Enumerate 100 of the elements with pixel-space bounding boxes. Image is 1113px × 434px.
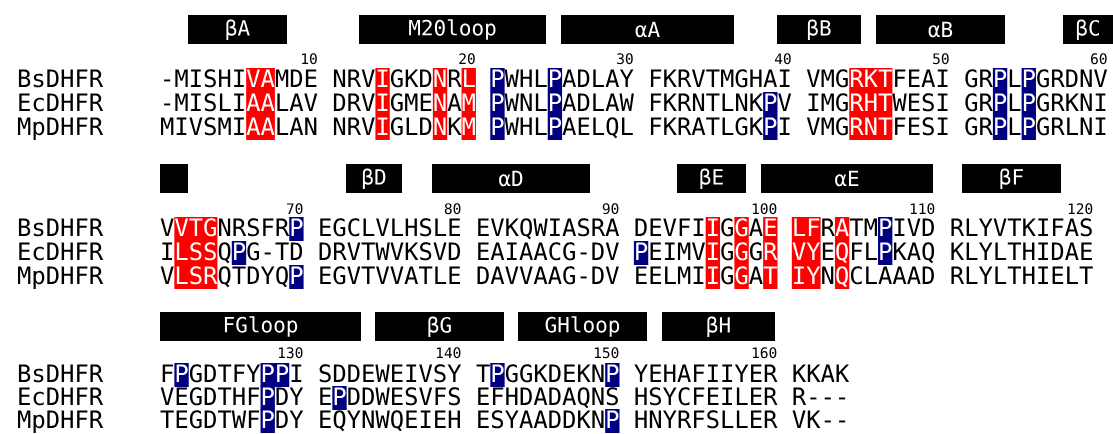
sequence-text: EVKQWIASRA <box>478 218 620 240</box>
sequence-text: EAIAACG-DV <box>478 242 619 261</box>
sequence-text: GR <box>965 93 993 112</box>
sequence-text: ADLAW <box>562 93 634 111</box>
structure-bar: βB <box>777 15 861 44</box>
sequence-text: KKAK <box>793 364 850 382</box>
structure-bar: αD <box>432 164 590 193</box>
sequence-text: NRV <box>333 69 375 87</box>
sequence-text: EGVTVVATLE <box>320 266 460 285</box>
sequence-text: VMG <box>806 69 848 88</box>
sequence-name: MpDHFR <box>18 117 104 140</box>
highlighted-residues: I <box>705 217 721 241</box>
structure-bar: βH <box>662 312 775 341</box>
sequence-text: KLYLTHIDAE <box>951 242 1092 260</box>
sequence-text: ESYAADDKN <box>478 410 604 429</box>
sequence-text: GR <box>965 69 993 88</box>
sequence-text: GRDNV <box>1037 69 1108 88</box>
sequence-text: R <box>822 218 835 236</box>
highlighted-residues: L <box>461 68 476 92</box>
structure-bar: GHloop <box>518 312 647 341</box>
sequence-text: FKRATLGK <box>650 117 764 136</box>
highlighted-residues: RKT <box>849 68 893 92</box>
highlighted-residues: G <box>734 241 749 265</box>
sequence-text: FKRVTMGHAI <box>650 69 790 88</box>
structure-bar: βC <box>1063 15 1113 44</box>
highlighted-residues: P <box>260 409 275 433</box>
sequence-text: IMG <box>808 93 848 112</box>
highlighted-residues: Q <box>834 241 850 265</box>
highlighted-residues: I <box>705 241 721 265</box>
sequence-text: R--- <box>793 387 846 405</box>
sequence-text: I <box>162 242 172 260</box>
sequence-text: NRSFR <box>219 218 290 237</box>
structure-bar: M20loop <box>359 15 546 44</box>
highlighted-residues: P <box>490 363 505 387</box>
sequence-name: EcDHFR <box>19 93 104 112</box>
sequence-text: HNYRFSLLER <box>635 410 778 429</box>
highlighted-residues: VA <box>246 68 275 92</box>
sequence-text: G <box>749 242 762 261</box>
highlighted-residues: IY <box>791 265 821 289</box>
sequence-text: GGKDEKN <box>505 364 604 383</box>
structure-bar: βG <box>375 312 504 341</box>
sequence-text: EFHDADAQNS <box>478 387 618 409</box>
sequence-name: MpDHFR <box>18 410 104 433</box>
sequence-text: QTDYQ <box>218 266 288 288</box>
sequence-text: A <box>749 266 763 284</box>
sequence-text: G <box>721 266 733 285</box>
sequence-text: T <box>476 364 490 382</box>
highlighted-residues: P <box>490 68 505 92</box>
position-number: 120 <box>1068 203 1093 215</box>
sequence-text: L <box>1009 93 1021 111</box>
highlighted-residues: P <box>547 68 563 92</box>
highlighted-residues: P <box>878 241 893 265</box>
highlighted-residues: A <box>834 217 850 241</box>
sequence-text: GRLNI <box>1037 117 1106 136</box>
highlighted-residues: P <box>231 241 247 265</box>
sequence-text: TEGDTWF <box>160 410 260 429</box>
highlighted-residues: RHT <box>849 92 893 116</box>
sequence-text: AELQL <box>562 117 633 139</box>
sequence-text: V <box>160 266 174 284</box>
highlighted-residues: AA <box>246 92 275 116</box>
highlighted-residues: N <box>432 92 448 116</box>
highlighted-residues: LSS <box>174 241 218 265</box>
sequence-text: FKRNTLNK <box>650 93 764 111</box>
structure-bar: βF <box>962 164 1061 193</box>
highlighted-residues: P <box>547 92 563 116</box>
sequence-text: A <box>447 93 462 111</box>
position-number: 70 <box>286 203 303 215</box>
sequence-text: DY <box>276 387 304 405</box>
sequence-text: L <box>1009 69 1021 87</box>
sequence-text: R <box>448 69 462 87</box>
sequence-text: MIVSMI <box>161 117 244 136</box>
highlighted-residues: P <box>878 217 893 241</box>
sequence-text: A <box>749 218 763 236</box>
highlighted-residues: VY <box>791 241 821 265</box>
sequence-text: CLAAAD <box>850 266 934 285</box>
sequence-text: TM <box>849 218 877 236</box>
highlighted-residues: E <box>763 217 778 241</box>
highlighted-residues: P <box>605 363 620 387</box>
sequence-text: DAVVAAG-DV <box>477 266 619 285</box>
sequence-name: EcDHFR <box>19 242 104 261</box>
sequence-text: EIMV <box>650 242 705 260</box>
highlighted-residues: G <box>734 217 749 241</box>
highlighted-residues: P <box>289 217 304 241</box>
sequence-name: BsDHFR <box>18 218 104 237</box>
sequence-text: FL <box>852 242 877 260</box>
sequence-text: DRVTWVKSVD <box>319 242 461 261</box>
sequence-text: L <box>1009 117 1021 135</box>
sequence-text: VK-- <box>792 410 846 428</box>
sequence-text: -MISLI <box>164 93 244 112</box>
position-number: 40 <box>774 53 791 65</box>
sequence-text: E <box>822 242 834 260</box>
sequence-text: G-TD <box>247 242 303 261</box>
highlighted-residues: AA <box>246 116 275 140</box>
highlighted-residues: G <box>734 265 749 289</box>
sequence-text: GLD <box>390 117 432 136</box>
highlighted-residues: P <box>992 116 1008 140</box>
sequence-text: VMG <box>806 117 848 136</box>
sequence-name: BsDHFR <box>18 69 104 88</box>
structure-bar <box>160 164 188 193</box>
sequence-text: GKD <box>390 69 432 88</box>
